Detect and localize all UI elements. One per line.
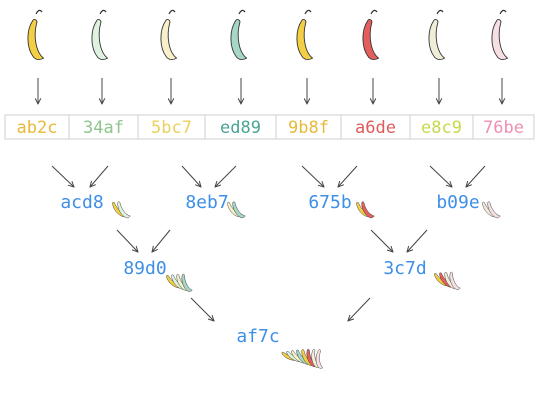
level1-hash-label: 675b xyxy=(308,192,351,213)
banana-icon xyxy=(88,18,109,62)
tree-arrow xyxy=(152,229,171,252)
banana-stem xyxy=(99,9,107,15)
banana-icon xyxy=(425,18,446,62)
tree-arrows xyxy=(51,165,486,321)
level1-hash-label: b09e xyxy=(436,192,479,213)
leaf-hash-label: a6de xyxy=(355,118,396,138)
banana-icon xyxy=(488,18,509,62)
tree-arrow xyxy=(51,165,74,187)
node-hash-labels: acd8 8eb7 675b b09e 89d0 3c7d af7c xyxy=(60,192,479,347)
banana-stem xyxy=(304,9,312,15)
banana-icon xyxy=(359,18,380,62)
hash-cell xyxy=(409,114,474,140)
leaf-hash-label: 5bc7 xyxy=(151,118,192,138)
tree-arrow xyxy=(407,229,428,252)
hash-cell xyxy=(472,114,535,140)
tree-arrow xyxy=(348,297,371,321)
tree-arrow xyxy=(466,165,486,187)
banana-stem xyxy=(35,9,43,15)
banana-stem xyxy=(238,9,246,15)
node-banana-bunches xyxy=(109,200,501,369)
tree-arrow xyxy=(181,165,201,187)
leaf-hash-label: ab2c xyxy=(17,118,58,138)
tree-arrow xyxy=(215,165,237,187)
banana-icon xyxy=(227,18,248,62)
leaf-hash-label: e8c9 xyxy=(421,118,462,138)
tree-arrow xyxy=(301,165,324,187)
tree-arrow xyxy=(338,165,358,187)
tree-arrow xyxy=(116,229,138,252)
banana-stem xyxy=(436,9,444,15)
level2-hash-label: 3c7d xyxy=(383,258,426,279)
banana-icon xyxy=(24,18,45,62)
root-hash-label: af7c xyxy=(236,326,279,347)
leaf-hash-label: 9b8f xyxy=(288,118,329,138)
leaf-hash-label: 34af xyxy=(83,118,124,138)
level2-hash-label: 89d0 xyxy=(123,258,166,279)
leaf-hash-label: ed89 xyxy=(220,118,261,138)
hash-cell xyxy=(68,114,139,140)
hash-cell xyxy=(340,114,411,140)
level1-hash-label: acd8 xyxy=(60,192,103,213)
leaf-hash-label: 76be xyxy=(483,118,524,138)
tree-arrow xyxy=(90,165,109,187)
tree-arrow xyxy=(190,297,214,321)
level1-hash-label: 8eb7 xyxy=(185,192,228,213)
leaf-hash-row: ab2c 34af 5bc7 ed89 9b8f a6de e8c9 76be xyxy=(4,114,535,140)
hash-cell xyxy=(4,114,70,140)
banana-stem xyxy=(499,9,507,15)
banana-stem xyxy=(370,9,378,15)
banana-stem xyxy=(168,9,176,15)
tree-arrow xyxy=(429,165,452,187)
banana-icon xyxy=(157,18,178,62)
banana-icon xyxy=(293,18,314,62)
leaf-bananas xyxy=(24,9,509,62)
leaf-arrows xyxy=(38,78,502,104)
tree-arrow xyxy=(370,229,393,252)
